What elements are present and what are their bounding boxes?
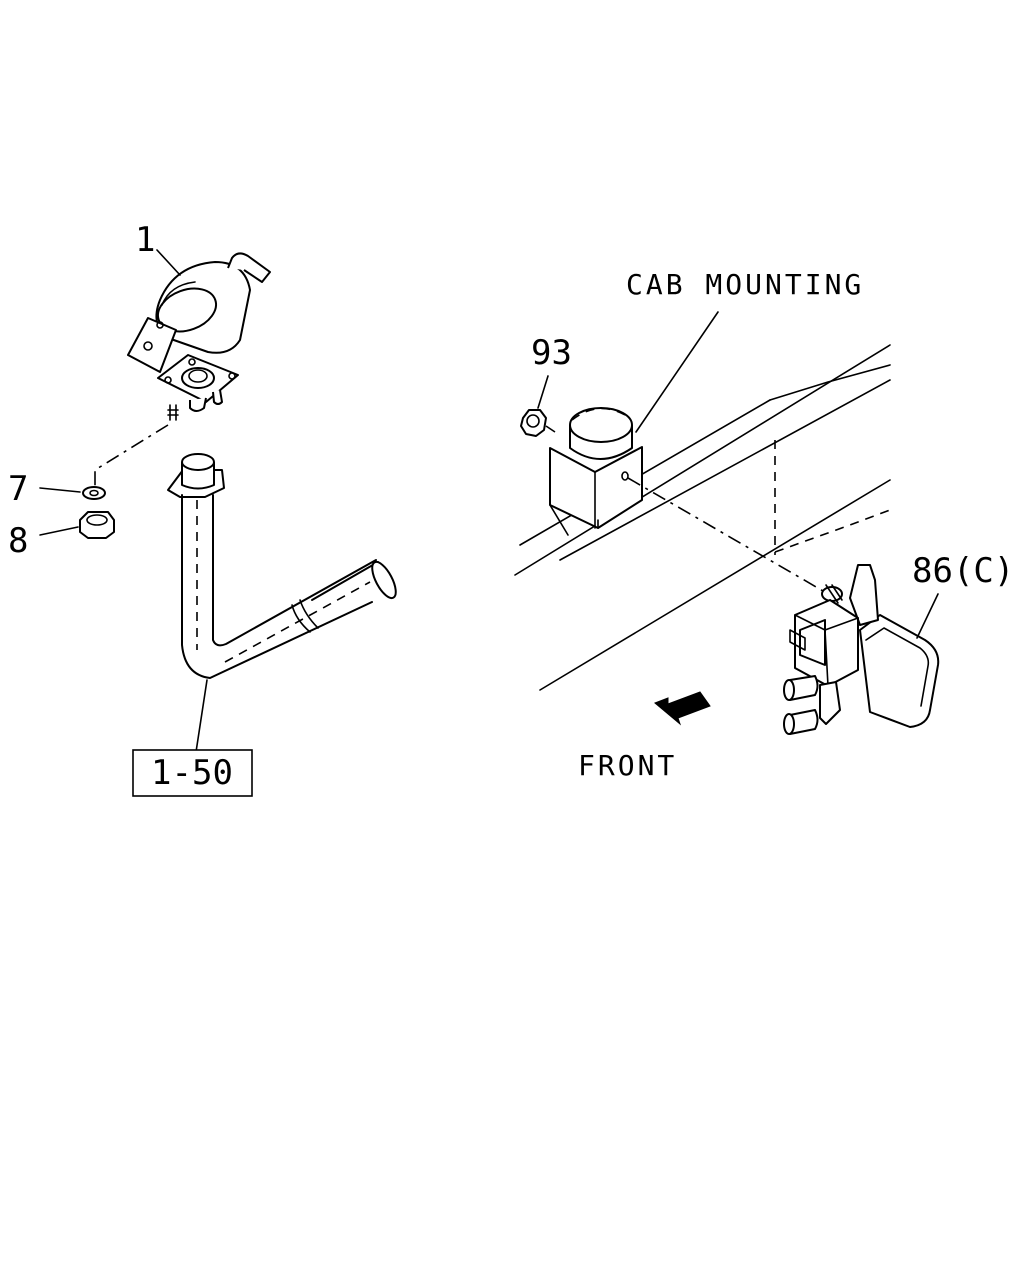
callout-93: 93 <box>531 333 572 373</box>
reference-box-label: 1-50 <box>151 753 233 793</box>
cab-mounting-leader <box>635 311 719 433</box>
frame-rail-drawing <box>514 344 891 691</box>
callout-86c: 86(C) <box>912 551 1014 591</box>
washer-7-drawing <box>39 486 106 500</box>
reference-box-1-50 <box>132 749 253 797</box>
part-86c-relay-drawing <box>783 564 940 735</box>
callout-7: 7 <box>8 469 28 509</box>
front-arrow-icon <box>654 691 711 726</box>
callout-8: 8 <box>8 521 28 561</box>
cab-mounting-label: CAB MOUNTING <box>626 268 864 301</box>
nut-8-drawing <box>39 511 115 539</box>
front-label: FRONT <box>578 749 677 782</box>
callout-1: 1 <box>135 220 155 260</box>
nut-93-drawing <box>520 375 556 437</box>
cab-mounting-bracket-drawing <box>549 407 643 536</box>
part-1-valve-drawing <box>127 249 271 421</box>
bracket-alignment-line <box>627 477 831 596</box>
stud-alignment-line <box>94 424 169 488</box>
pipe-1-50-drawing <box>167 453 397 753</box>
